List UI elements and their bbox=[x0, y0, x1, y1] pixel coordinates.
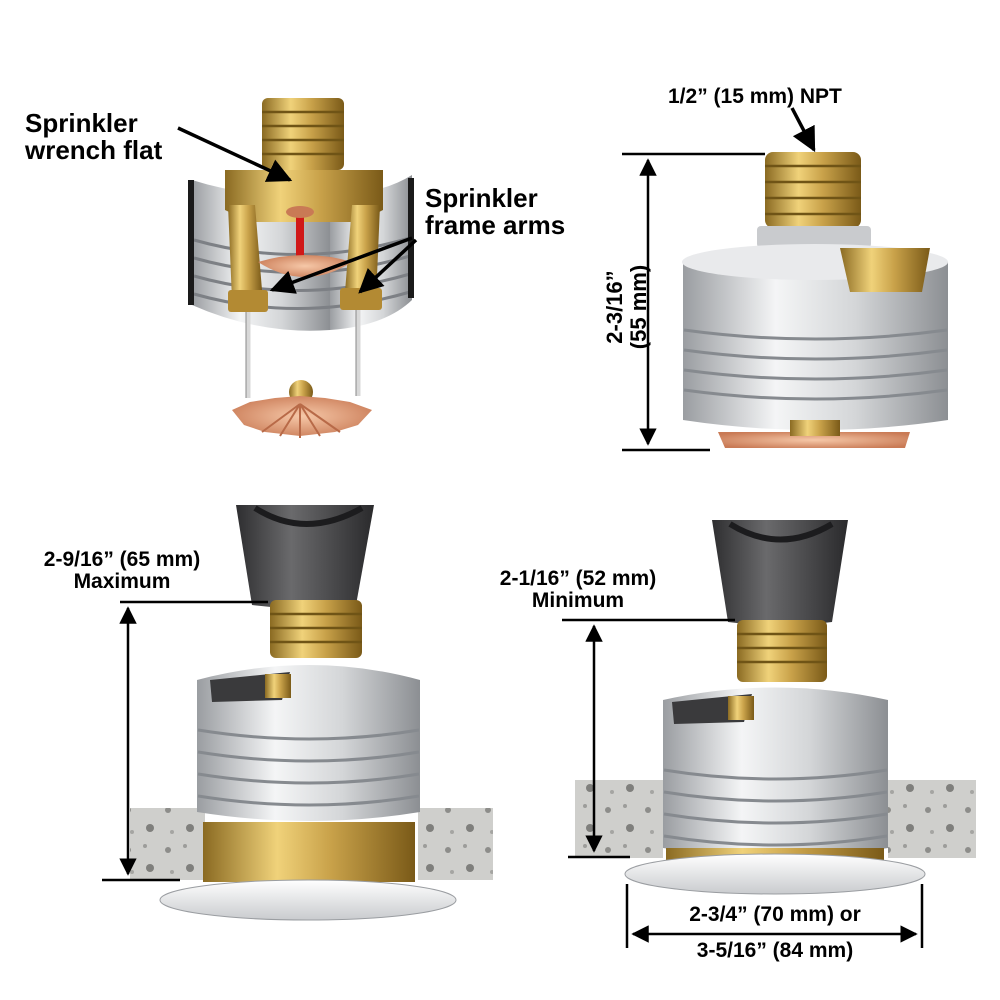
sprinkler-open-view bbox=[188, 98, 414, 438]
npt-label: 1/2” (15 mm) NPT bbox=[668, 85, 842, 108]
height-label: 2-3/16” (55 mm) bbox=[602, 247, 657, 367]
deflector bbox=[232, 396, 372, 436]
ceiling-left bbox=[130, 808, 205, 880]
diameter-dimension bbox=[625, 884, 924, 948]
height-label-line1: 2-3/16” bbox=[602, 270, 627, 344]
min-label-line2: Minimum bbox=[531, 589, 625, 613]
cover-plate-max bbox=[159, 879, 457, 921]
sprinkler-side-view bbox=[682, 152, 948, 448]
install-min-view bbox=[575, 520, 976, 895]
min-dimension bbox=[562, 618, 735, 859]
wrench-flat-label: Sprinkler wrench flat bbox=[25, 108, 163, 166]
wrench-flat-label-line1: Sprinkler bbox=[25, 108, 138, 138]
wrench-flat bbox=[225, 170, 383, 222]
cover-plate-min bbox=[624, 853, 926, 895]
frame-arm-left bbox=[228, 205, 262, 300]
fitting-min bbox=[712, 520, 848, 628]
diameter-label: 2-3/4” (70 mm) or 3-5/16” (84 mm) bbox=[660, 903, 890, 963]
height-dimension bbox=[622, 107, 816, 452]
install-max-view bbox=[130, 505, 493, 921]
inlet-thread bbox=[262, 98, 344, 170]
ceiling-left-min bbox=[575, 780, 663, 858]
wrench-flat-label-line2: wrench flat bbox=[25, 135, 163, 166]
glass-bulb bbox=[296, 208, 304, 264]
max-label-line1: 2-9/16” (65 mm) bbox=[43, 548, 201, 571]
body-min bbox=[663, 687, 888, 857]
frame-arms-label-line2: frame arms bbox=[425, 210, 566, 241]
diameter-label-line1: 2-3/4” (70 mm) or bbox=[689, 903, 861, 926]
callout-arrows-top-left bbox=[177, 126, 418, 294]
side-thread bbox=[765, 152, 861, 228]
diameter-label-line2: 3-5/16” (84 mm) bbox=[696, 939, 854, 963]
ceiling-right-min bbox=[888, 780, 976, 858]
fitting-max bbox=[236, 505, 374, 610]
max-label-line2: Maximum bbox=[73, 570, 171, 594]
frame-arms-label-line1: Sprinkler bbox=[425, 183, 538, 213]
frame-arms-label: Sprinkler frame arms bbox=[425, 183, 566, 241]
height-label-line2: (55 mm) bbox=[626, 264, 652, 350]
max-label: 2-9/16” (65 mm) Maximum bbox=[22, 548, 222, 594]
max-dimension bbox=[102, 600, 268, 882]
ceiling-right bbox=[418, 808, 493, 880]
side-deflector bbox=[718, 432, 910, 448]
min-label: 2-1/16” (52 mm) Minimum bbox=[478, 567, 678, 613]
min-label-line1: 2-1/16” (52 mm) bbox=[499, 567, 657, 590]
escutcheon-cup-max bbox=[203, 822, 415, 882]
